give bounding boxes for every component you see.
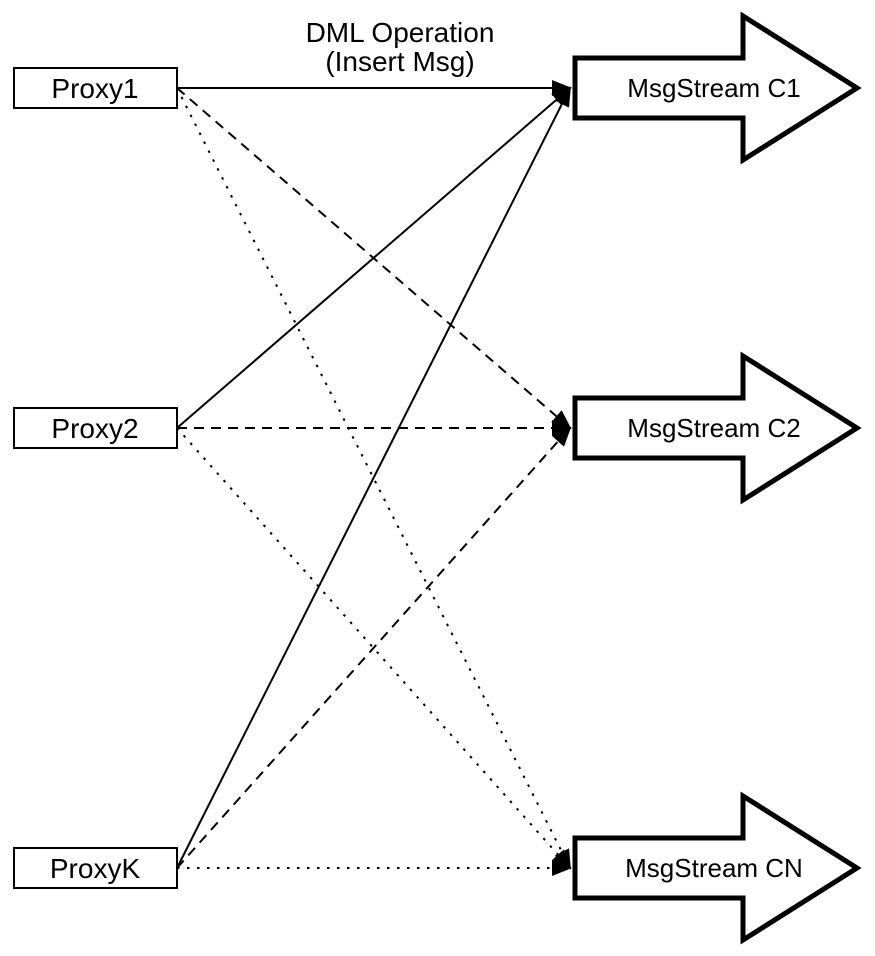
stream-c2-label: MsgStream C2 xyxy=(627,413,800,443)
stream-c2-arrow-shape xyxy=(572,351,862,505)
proxy-node-proxy2: Proxy2 xyxy=(13,407,178,449)
proxyk-box xyxy=(13,847,178,889)
stream-c1-label: MsgStream C1 xyxy=(627,73,800,103)
proxy2-box xyxy=(13,407,178,449)
edge-proxy1-c2-dashed xyxy=(176,87,572,430)
edge-group xyxy=(176,80,572,876)
diagram-title-line1: DML Operation xyxy=(306,17,495,48)
stream-node-c2: MsgStream C2 xyxy=(572,351,862,505)
proxy2-label: Proxy2 xyxy=(51,413,138,444)
edge-proxy2-cn-dotted xyxy=(176,427,572,870)
stream-cn-label: MsgStream CN xyxy=(625,853,803,883)
edge-proxyk-c1-solid xyxy=(176,86,571,869)
stream-cn-arrow-shape xyxy=(572,791,862,945)
proxy-node-proxyk: ProxyK xyxy=(13,847,178,889)
edge-proxyk-c2-dashed xyxy=(176,426,572,869)
stream-node-c1: MsgStream C1 xyxy=(572,11,862,165)
stream-c1-arrow-shape xyxy=(572,11,862,165)
diagram-title-line2: (Insert Msg) xyxy=(325,46,474,77)
proxyk-label: ProxyK xyxy=(50,853,141,884)
stream-node-cn: MsgStream CN xyxy=(572,791,862,945)
proxy1-box xyxy=(13,67,178,109)
proxy-node-proxy1: Proxy1 xyxy=(13,67,178,109)
proxy1-label: Proxy1 xyxy=(51,73,138,104)
